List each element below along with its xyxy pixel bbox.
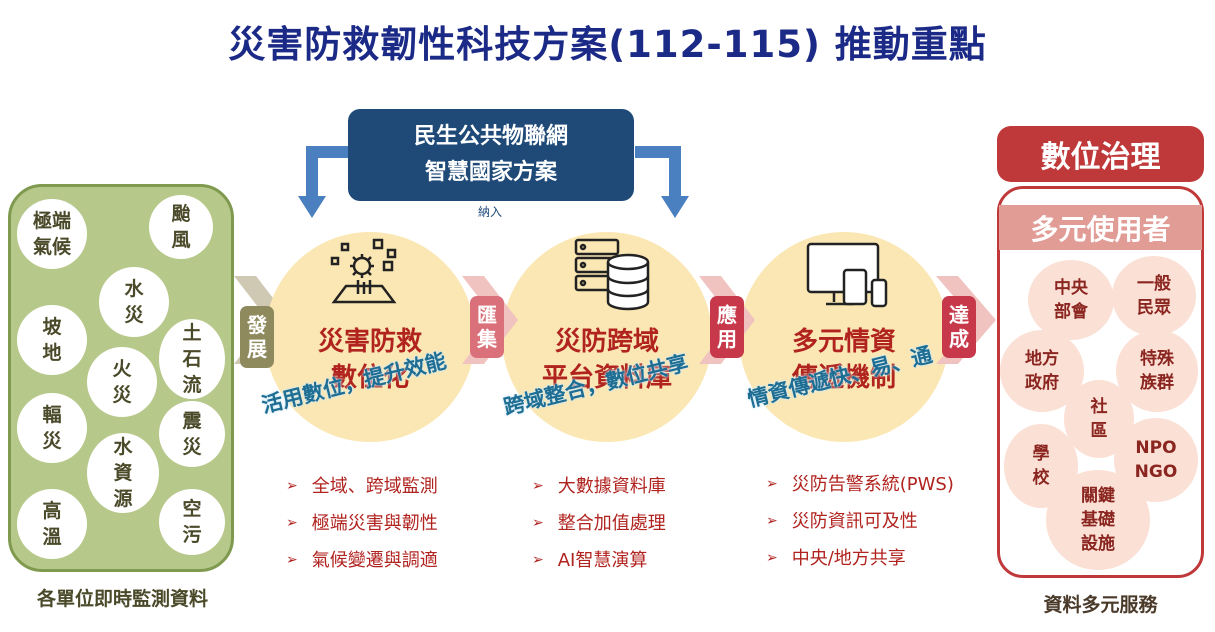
page-title: 災害防救韌性科技方案(112-115) 推動重點 — [228, 23, 987, 66]
list-item: ➢全域、跨域監測 — [286, 476, 438, 497]
devices-icon — [806, 242, 888, 308]
bubble-debris-flow: 土 石 流 — [159, 319, 225, 399]
label-achieve: 達 成 — [942, 296, 976, 358]
label-apply: 應 用 — [710, 296, 744, 358]
circle-title-platform: 災防跨域 平台資料庫 — [541, 327, 672, 393]
bubble-slope: 坡 地 — [17, 305, 87, 375]
list-item: ➢氣候變遷與調適 — [286, 550, 438, 571]
top-box-line2: 智慧國家方案 — [424, 160, 557, 185]
user-central-ministry: 中央 部會 — [1028, 260, 1114, 340]
right-caption: 資料多元服務 — [1043, 594, 1158, 616]
bubble-earthquake: 震 災 — [159, 401, 225, 467]
diverse-users-band: 多元使用者 — [999, 205, 1202, 250]
gear-chip-icon — [330, 238, 397, 304]
bubble-water-resources: 水 資 源 — [87, 433, 159, 513]
bubble-extreme-climate: 極端 氣候 — [17, 199, 87, 269]
list-item: ➢極端災害與韌性 — [286, 513, 438, 534]
circle-title-digitalization: 災害防救 數位化 — [317, 327, 422, 393]
list-item: ➢災防告警系統(PWS) — [766, 474, 954, 495]
bubble-flood: 水 災 — [99, 267, 169, 337]
top-box-line1: 民生公共物聯網 — [413, 124, 568, 149]
bubble-air-pollution: 空 污 — [159, 489, 225, 555]
monitoring-data-panel: 極端 氣候 颱 風 水 災 坡 地 土 石 流 火 災 輻 災 震 災 水 資 … — [8, 184, 234, 572]
list-item: ➢AI智慧演算 — [532, 550, 648, 571]
bubble-fire: 火 災 — [87, 347, 157, 417]
iot-smart-nation-box: 民生公共物聯網 智慧國家方案 — [348, 109, 634, 201]
bubble-typhoon: 颱 風 — [149, 195, 213, 259]
database-server-icon — [574, 238, 650, 311]
user-critical-infrastructure: 關鍵 基礎 設施 — [1046, 470, 1150, 570]
circle-title-delivery: 多元情資 傳遞機制 — [791, 327, 896, 393]
list-item: ➢大數據資料庫 — [532, 476, 666, 497]
bullets-digitalization: ➢全域、跨域監測 ➢極端災害與韌性 ➢氣候變遷與調適 — [286, 468, 438, 579]
bubble-high-temperature: 高 溫 — [17, 489, 87, 559]
list-item: ➢整合加值處理 — [532, 513, 666, 534]
list-item: ➢災防資訊可及性 — [766, 511, 918, 532]
digital-governance-header: 數位治理 — [997, 126, 1204, 182]
user-general-public: 一般 民眾 — [1112, 256, 1196, 336]
user-special-groups: 特殊 族群 — [1116, 330, 1198, 412]
include-note: 納入 — [478, 205, 503, 219]
bullets-delivery: ➢災防告警系統(PWS) ➢災防資訊可及性 ➢中央/地方共享 — [766, 466, 954, 577]
label-gather: 匯 集 — [470, 296, 504, 358]
list-item: ➢中央/地方共享 — [766, 548, 906, 569]
bullets-platform: ➢大數據資料庫 ➢整合加值處理 ➢AI智慧演算 — [532, 468, 666, 579]
left-caption: 各單位即時監測資料 — [36, 588, 208, 610]
inclusion-arrows — [298, 146, 689, 218]
label-develop: 發 展 — [240, 306, 274, 368]
bubble-radiation: 輻 災 — [17, 393, 87, 463]
